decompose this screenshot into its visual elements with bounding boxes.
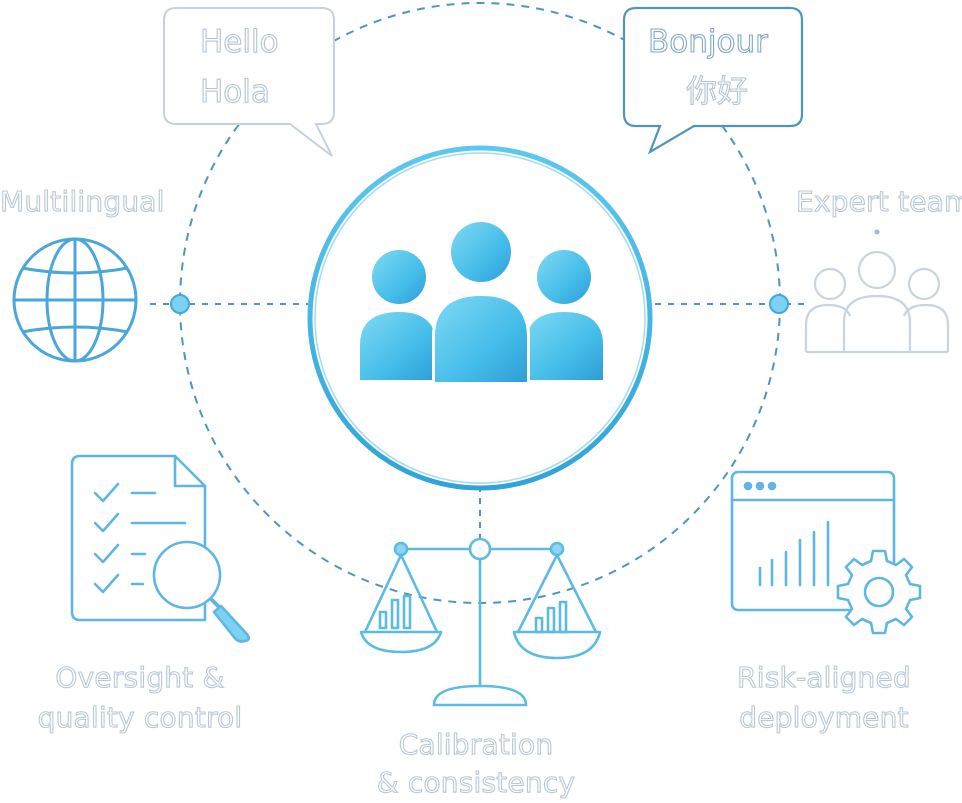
label-calibration-line2: & consistency bbox=[376, 765, 576, 799]
speech-bubble-right bbox=[622, 6, 804, 155]
bubble-left-line2: Hola bbox=[199, 73, 270, 110]
team-outline-icon bbox=[804, 229, 950, 354]
balance-scale-icon bbox=[359, 537, 602, 707]
bubble-right-line1: Bonjour bbox=[647, 23, 768, 60]
label-risk-line2: deployment bbox=[739, 700, 909, 734]
label-risk-line1: Risk-aligned bbox=[737, 660, 912, 694]
orbit-node-right bbox=[769, 294, 789, 314]
bubble-left-line1: Hello bbox=[199, 23, 279, 60]
label-multilingual: Multilingual bbox=[0, 184, 165, 218]
globe-icon bbox=[12, 237, 138, 363]
people-group-icon bbox=[307, 145, 653, 491]
label-calibration-line1: Calibration bbox=[398, 727, 554, 761]
orbit-node-left bbox=[170, 294, 190, 314]
label-oversight-line2: quality control bbox=[37, 700, 243, 734]
label-oversight-line1: Oversight & bbox=[55, 660, 225, 694]
checklist-magnifier-icon bbox=[70, 454, 251, 643]
speech-bubble-left bbox=[163, 7, 335, 157]
bubble-right-line2: 你好 bbox=[685, 73, 748, 110]
dashboard-gear-icon bbox=[730, 470, 922, 635]
label-expert-team: Expert team bbox=[795, 184, 962, 218]
